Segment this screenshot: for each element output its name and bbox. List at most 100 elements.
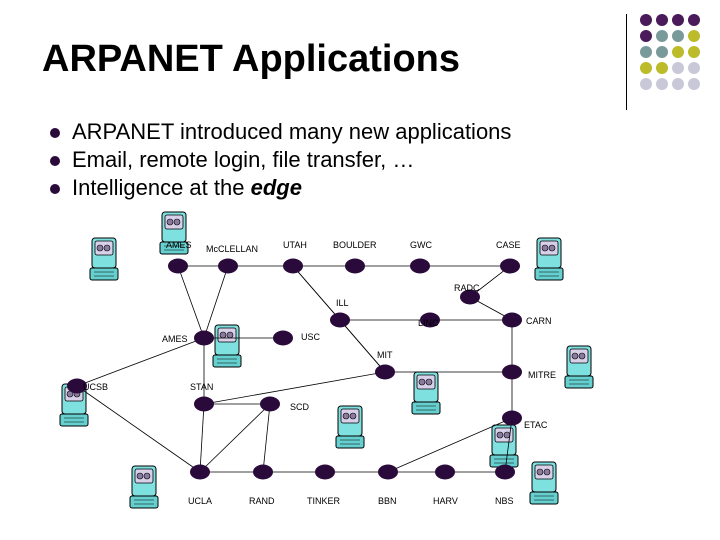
imp-node-mit [375,364,395,380]
node-label-bbn: BBN [378,496,397,506]
decorative-dot-grid [640,14,700,90]
imp-node-ames1 [168,258,188,274]
network-link [203,371,386,405]
decor-dot [640,62,652,74]
decor-dot [672,46,684,58]
decor-dot [640,78,652,90]
host-computer-icon [212,324,242,368]
imp-node-etac [502,410,522,426]
node-label-mcclellan: McCLELLAN [206,244,258,254]
imp-node-rand [253,464,273,480]
bullet-dot-icon [50,128,60,138]
node-label-gwc: GWC [410,240,432,250]
imp-node-stan [194,396,214,412]
bullet-list: ARPANET introduced many new applications… [50,118,511,202]
node-label-ames2: AMES [162,334,188,344]
decor-dot [688,78,700,90]
node-label-carn: CARN [526,316,552,326]
node-label-rand: RAND [249,496,275,506]
network-link [76,385,201,473]
host-computer-icon [89,237,119,281]
node-label-ucla: UCLA [188,496,212,506]
host-computer-icon [335,405,365,449]
node-label-nbs: NBS [495,496,514,506]
decor-dot [672,62,684,74]
bullet-dot-icon [50,184,60,194]
bullet-text: Email, remote login, file transfer, … [72,147,415,172]
title-divider-line [626,14,627,110]
host-computer-icon [529,461,559,505]
decor-dot [640,46,652,58]
node-label-linc: LINC [418,318,439,328]
network-link [387,417,513,473]
imp-node-mcclellan [218,258,238,274]
node-label-harv: HARV [433,496,458,506]
imp-node-carn [502,312,522,328]
imp-node-ucla [190,464,210,480]
network-link [199,403,271,473]
decor-dot [656,78,668,90]
imp-node-gwc [410,258,430,274]
decor-dot [640,14,652,26]
host-computer-icon [489,424,519,468]
network-link [199,403,205,473]
bullet-emphasis: edge [250,175,302,200]
node-label-utah: UTAH [283,240,307,250]
decor-dot [688,46,700,58]
node-label-case: CASE [496,240,521,250]
bullet-text: ARPANET introduced many new applications [72,119,512,144]
network-link [76,337,205,387]
decor-dot [656,62,668,74]
network-link [504,417,513,473]
decor-dot [688,14,700,26]
decor-dot [656,30,668,42]
host-computer-icon [411,371,441,415]
decor-dot [672,78,684,90]
decor-dot [672,30,684,42]
network-link [203,265,229,339]
imp-node-utah [283,258,303,274]
bullet-dot-icon [50,156,60,166]
decor-dot [656,14,668,26]
decor-dot [688,30,700,42]
node-label-ill: ILL [336,298,349,308]
decor-dot [640,30,652,42]
slide-title: ARPANET Applications [42,38,461,80]
decor-dot [672,14,684,26]
node-label-ames1: AMES [166,240,192,250]
imp-node-ucsb [67,378,87,394]
node-label-stan: STAN [190,382,213,392]
node-label-boulder: BOULDER [333,240,377,250]
decor-dot [688,62,700,74]
network-link [339,319,386,373]
node-label-usc: USC [301,332,321,342]
imp-node-bbn [378,464,398,480]
imp-node-harv [435,464,455,480]
node-label-mitre: MITRE [528,370,556,380]
node-label-etac: ETAC [524,420,548,430]
imp-node-radc [460,289,480,305]
bullet-item: Email, remote login, file transfer, … [50,146,511,174]
imp-node-nbs [495,464,515,480]
decor-dot [656,46,668,58]
network-link [262,403,271,473]
imp-node-linc [420,312,440,328]
network-link [177,265,205,339]
node-label-tinker: TINKER [307,496,341,506]
bullet-item: Intelligence at the edge [50,174,511,202]
node-label-ucsb: UCSB [83,382,108,392]
node-label-scd: SCD [290,402,310,412]
imp-node-ill [330,312,350,328]
bullet-item: ARPANET introduced many new applications [50,118,511,146]
imp-node-mitre [502,364,522,380]
bullet-text: Intelligence at the [72,175,251,200]
node-label-radc: RADC [454,283,480,293]
host-computer-icon [129,465,159,509]
node-label-mit: MIT [377,350,393,360]
imp-node-usc [273,330,293,346]
imp-node-case [500,258,520,274]
imp-node-scd [260,396,280,412]
host-computer-icon [534,237,564,281]
host-computer-icon [564,345,594,389]
